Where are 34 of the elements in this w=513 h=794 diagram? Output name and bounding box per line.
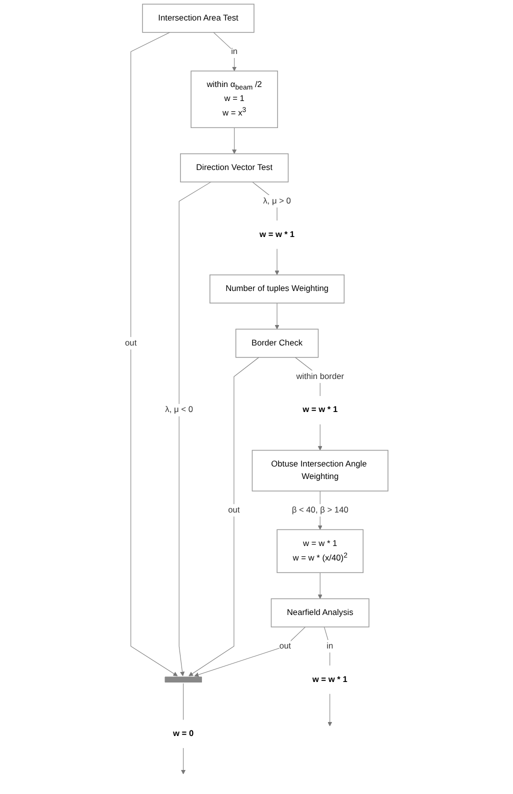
node-text: w = 0: [172, 729, 194, 738]
node-text: w = w * 1: [260, 230, 295, 239]
edge-label: in: [231, 46, 238, 56]
arrow: [188, 357, 260, 676]
arrow: [274, 302, 280, 330]
node-box: Direction Vector Test: [180, 153, 289, 182]
arrow: [181, 748, 186, 774]
arrow: [318, 424, 322, 450]
arrow: [130, 32, 178, 676]
edge-label: out: [279, 642, 291, 650]
node-text: w = w * 1: [312, 674, 348, 684]
node-box: Nearfield Analysis: [270, 598, 370, 628]
edge-label: β < 40, β > 140: [292, 506, 348, 515]
node-box: within α$_{beam}$ /2 w = 1 w = x$^{3}$: [190, 70, 278, 128]
arrow: [232, 127, 237, 154]
edge-label: out: [228, 506, 240, 515]
node-box: w = w * 1 w = w * (x/40)$^{2}$: [276, 529, 364, 574]
arrow: [318, 572, 322, 599]
arrow: [178, 182, 212, 676]
edge-label: λ, μ < 0: [165, 405, 193, 414]
arrow: [328, 694, 332, 726]
node-box: Intersection Area Test: [142, 4, 254, 33]
node-text: w = w * 1: [302, 405, 338, 414]
edge-label: λ, μ > 0: [263, 196, 291, 206]
node-box: Border Check: [235, 328, 319, 358]
arrow: [194, 626, 306, 677]
edge-label: out: [125, 338, 137, 348]
connector: [183, 683, 184, 720]
arrow: [213, 32, 237, 72]
node-box: Obtuse Intersection Angle Weighting: [252, 450, 388, 492]
arrow: [274, 248, 280, 276]
edge-label: within border: [296, 372, 344, 381]
edge-label: in: [326, 642, 334, 650]
node-box: Number of tuples Weighting: [210, 274, 345, 304]
